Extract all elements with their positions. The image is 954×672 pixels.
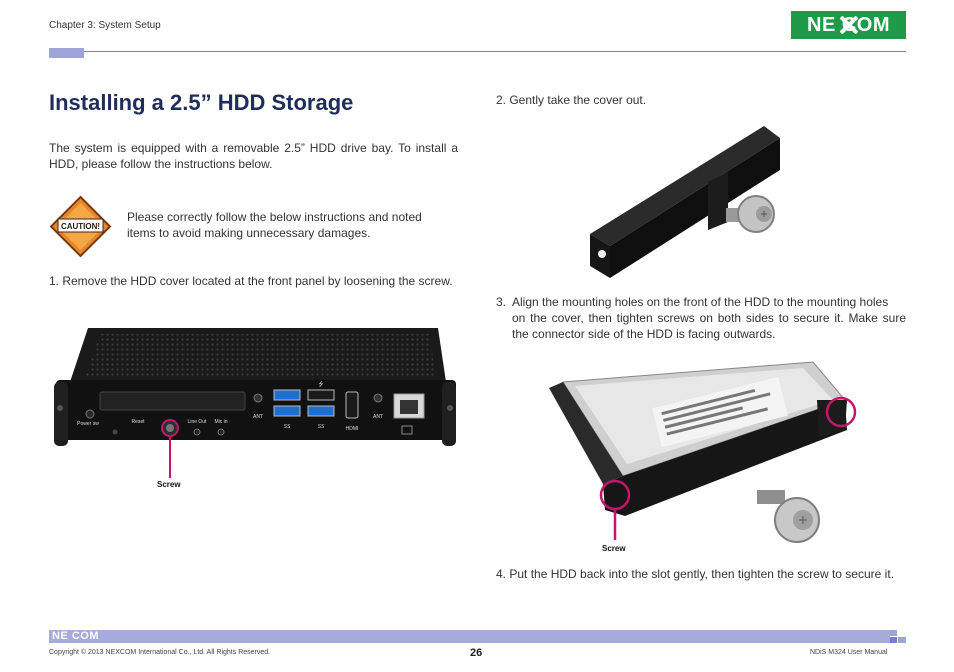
usb-ss-label-2: SS xyxy=(318,424,325,430)
lan-icon xyxy=(401,425,413,435)
footer-squares-icon xyxy=(890,630,906,643)
usb-icon: ⭍ xyxy=(319,380,324,388)
ant-right-label: ANT xyxy=(373,414,383,420)
ant-left-label: ANT xyxy=(253,414,263,420)
hdd-cover-figure xyxy=(590,126,780,278)
usb3-port-3 xyxy=(307,389,335,401)
step-3-first-line: Align the mounting holes on the front of… xyxy=(512,295,889,309)
logo-x-mark xyxy=(840,16,858,34)
hdd-mounted-figure xyxy=(549,361,857,543)
reset-label: Reset xyxy=(131,419,145,425)
screw-hole-highlight-right xyxy=(825,396,857,428)
step-3-continuation: on the cover, then tighten screws on bot… xyxy=(512,311,906,341)
chapter-heading: Chapter 3: System Setup xyxy=(49,20,161,31)
page-title: Installing a 2.5” HDD Storage xyxy=(49,90,354,115)
header-accent-block xyxy=(49,48,84,58)
usb3-port-2 xyxy=(273,405,301,417)
caution-text: Please correctly follow the below instru… xyxy=(127,210,422,240)
thumb-screw-hdd xyxy=(757,490,820,543)
hdd-label-text-lines xyxy=(661,388,771,436)
copyright-text: Copyright © 2013 NEXCOM International Co… xyxy=(49,649,271,656)
screw-label-hdd: Screw xyxy=(602,544,626,553)
vent-grid xyxy=(86,334,435,376)
intro-paragraph: The system is equipped with a removable … xyxy=(49,141,458,171)
thumb-screw xyxy=(726,195,775,233)
step-1-text: 1. Remove the HDD cover located at the f… xyxy=(49,274,453,288)
mic-in-label: Mic in xyxy=(214,419,227,425)
caution-badge-text: CAUTION! xyxy=(61,222,100,231)
front-panel-figure: Power sw Reset Line Out Mic in ANT SS SS… xyxy=(54,328,456,478)
hdmi-port xyxy=(345,391,359,419)
nexcom-logo: NE COM xyxy=(791,11,906,39)
manual-title: NDiS M324 User Manual xyxy=(810,649,888,656)
step-4-text: 4. Put the HDD back into the slot gently… xyxy=(496,567,894,581)
footer-bar xyxy=(49,630,890,643)
usb3-port-1 xyxy=(273,389,301,401)
usb3-port-4 xyxy=(307,405,335,417)
step-3-text: 3. Align the mounting holes on the front … xyxy=(496,294,906,342)
caution-icon: CAUTION! xyxy=(49,195,112,258)
power-sw-label: Power sw xyxy=(77,421,99,427)
footer-logo: NE COM xyxy=(52,630,99,642)
header-rule xyxy=(49,51,906,52)
screw-label-front: Screw xyxy=(157,480,181,489)
hdmi-label: HDMI xyxy=(346,426,359,432)
usb-ss-label-1: SS xyxy=(284,424,291,430)
page-number: 26 xyxy=(470,647,483,659)
line-out-label: Line Out xyxy=(188,419,208,425)
step-3-number: 3. xyxy=(496,295,507,309)
step-2-text: 2. Gently take the cover out. xyxy=(496,93,647,107)
